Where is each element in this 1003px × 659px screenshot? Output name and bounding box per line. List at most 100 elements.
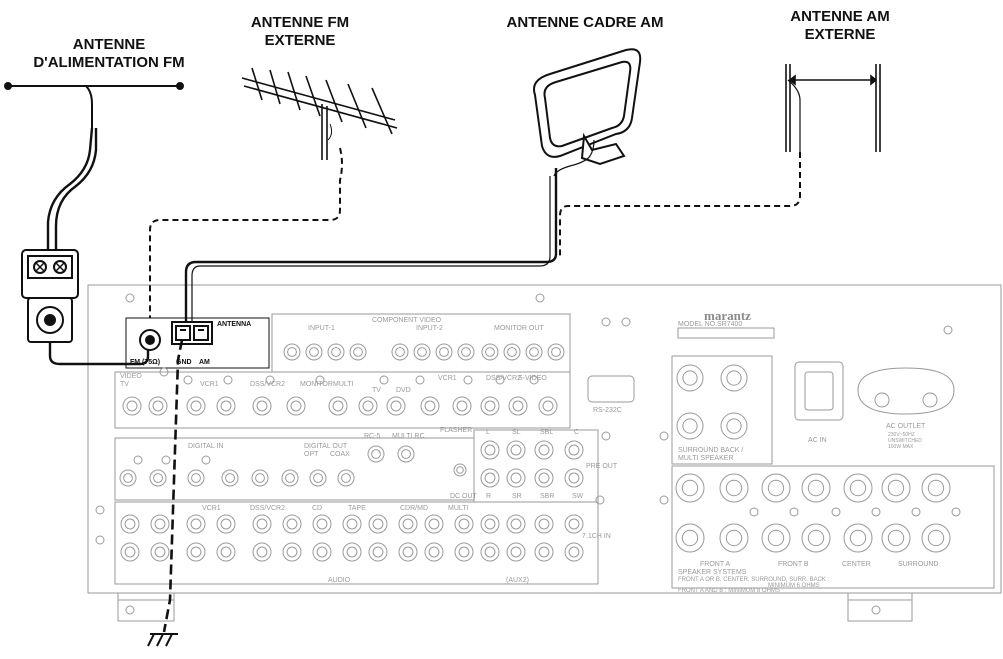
video-jack-11 [480, 396, 500, 416]
audio-bottom-12-inner [484, 546, 496, 558]
spk-bottom-4 [843, 523, 873, 553]
pre-out-top-3 [564, 440, 584, 460]
yagi-element-2 [269, 69, 281, 105]
dc-out-label: DC OUT [450, 493, 478, 500]
component-jack-2-inner [331, 347, 341, 357]
fm-t-antenna-drop [85, 85, 93, 128]
panel-screw-17 [871, 605, 881, 615]
digital-jack-7-inner [341, 473, 351, 483]
audio-bottom-14-inner [538, 546, 550, 558]
panel-screw-28 [529, 375, 539, 385]
pre-l-label: L [486, 429, 490, 436]
pre-out-bottom-0 [480, 468, 500, 488]
component-jack-9-inner [507, 347, 517, 357]
remote-jack-1 [397, 445, 415, 463]
pre-out-top-0-inner [484, 444, 496, 456]
pre-out-bottom-1 [506, 468, 526, 488]
spk-top-4 [843, 473, 873, 503]
digital-jack-4 [251, 469, 269, 487]
spk-top-2-inner [767, 479, 785, 497]
ac-spec-1: 230V~50HZ [888, 432, 915, 438]
video-jack-13 [538, 396, 558, 416]
am-ext-lead [787, 79, 801, 152]
video-jack-1 [148, 396, 168, 416]
audio-top-8 [368, 514, 388, 534]
pre-r-label: R [486, 493, 491, 500]
rs232c-port [587, 375, 635, 403]
svideo-vcr1-label: VCR1 [438, 375, 457, 382]
component-jack-11-inner [551, 347, 561, 357]
panel-screw-9 [595, 495, 605, 505]
pre-out-top-1-inner [510, 444, 522, 456]
video-jack-0-inner [126, 400, 138, 412]
pre-sr-label: SR [512, 493, 522, 500]
digital-jack-0-inner [123, 473, 133, 483]
am-loop-inner [543, 60, 632, 148]
speaker-note-3: FRONT A AND B : MINIMUM 8 OHMS [678, 588, 780, 594]
ch7-in-label: 7.1CH IN [582, 533, 611, 540]
audio-top-10-inner [428, 518, 440, 530]
audio-bottom-5-inner [286, 546, 298, 558]
audio-top-2 [186, 514, 206, 534]
svideo-label: S-VIDEO [518, 375, 547, 382]
audio-bottom-8 [368, 542, 388, 562]
antenna-block-label: ANTENNA [217, 321, 251, 328]
spk-top-5-inner [887, 479, 905, 497]
fm-t-antenna-end-left [4, 82, 12, 90]
digital-in-label: DIGITAL IN [188, 443, 223, 450]
pre-out-bottom-3-inner [568, 472, 580, 484]
surround-back-block [671, 355, 773, 465]
video-jack-6 [328, 396, 348, 416]
component-jack-6 [435, 343, 453, 361]
digital-out-opt-label: OPT [304, 451, 319, 458]
pre-out-top-2-inner [538, 444, 550, 456]
component-jack-5 [413, 343, 431, 361]
panel-screw-8 [659, 431, 669, 441]
audio-bottom-2-inner [190, 546, 202, 558]
remote-jack-0-inner [371, 449, 381, 459]
video-jack-9 [420, 396, 440, 416]
audio-bottom-13 [506, 542, 526, 562]
spk-bottom-5 [881, 523, 911, 553]
audio-bottom-7-inner [346, 546, 358, 558]
panel-screw-31 [201, 455, 211, 465]
am-external-dashed-lead [559, 152, 801, 256]
chassis-foot-right [847, 592, 913, 622]
digital-jack-2-inner [191, 473, 201, 483]
audio-top-9 [398, 514, 418, 534]
component-jack-3 [349, 343, 367, 361]
video-row-block [114, 371, 571, 429]
panel-screw-4 [943, 325, 953, 335]
audio-top-3-inner [220, 518, 232, 530]
spk-bottom-0-inner [681, 529, 699, 547]
audio-top-3 [216, 514, 236, 534]
audio-bottom-6-inner [316, 546, 328, 558]
component-jack-10-inner [529, 347, 539, 357]
video-jack-12-inner [512, 400, 524, 412]
chassis-foot-left [117, 592, 175, 622]
audio-bottom-15 [564, 542, 584, 562]
yagi-element-7 [371, 87, 393, 135]
spk-top-0-inner [681, 479, 699, 497]
flasher-label: FLASHER [440, 427, 472, 434]
multi-speaker-label: MULTI SPEAKER [678, 455, 734, 462]
audio-bottom-10 [424, 542, 444, 562]
audio-bottom-3 [216, 542, 236, 562]
digital-jack-4-inner [255, 473, 265, 483]
audio-top-5-inner [286, 518, 298, 530]
spk-bottom-1-inner [725, 529, 743, 547]
coax-cable [48, 342, 150, 366]
am-loop-stand [580, 132, 626, 166]
gnd-terminal-label: GND [176, 359, 192, 366]
spk-top-5 [881, 473, 911, 503]
audio-bottom-13-inner [510, 546, 522, 558]
video-jack-8-inner [390, 400, 402, 412]
video-multi-label: MULTI [333, 381, 354, 388]
audio-top-1 [150, 514, 170, 534]
label-fm-external-antenna: ANTENNE FM EXTERNE [250, 14, 350, 49]
video-jack-3-inner [220, 400, 232, 412]
component-jack-5-inner [417, 347, 427, 357]
audio-top-7-inner [346, 518, 358, 530]
video-jack-4 [252, 396, 272, 416]
panel-screw-14 [871, 507, 881, 517]
